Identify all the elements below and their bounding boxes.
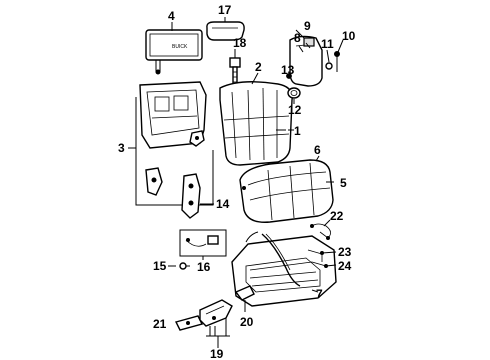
callout-5: 5 <box>340 176 347 190</box>
callout-7: 7 <box>316 287 323 301</box>
part-19-handle-assembly <box>199 299 233 337</box>
part-15-clip <box>179 262 190 270</box>
rear-panel-lettering: BUICK <box>172 44 188 50</box>
part-4-rear-panel: BUICK <box>145 29 203 75</box>
callout-19: 19 <box>210 347 224 360</box>
part-3-seatback-frame <box>128 81 214 206</box>
part-21-handle <box>174 315 204 331</box>
callout-11: 11 <box>321 37 334 51</box>
callout-16: 16 <box>197 260 211 274</box>
part-9-side-shield <box>289 35 323 87</box>
callout-12: 12 <box>288 103 302 117</box>
callout-23: 23 <box>338 245 352 259</box>
callout-8: 8 <box>294 31 301 45</box>
callout-1: 1 <box>294 124 301 138</box>
callout-4: 4 <box>168 9 175 23</box>
callout-22: 22 <box>330 209 344 223</box>
part-8-shield-screw <box>298 45 304 53</box>
callout-14: 14 <box>216 197 230 211</box>
part-1-seatback-cushion <box>219 81 294 166</box>
callout-13: 13 <box>281 63 295 77</box>
callout-3: 3 <box>118 141 125 155</box>
part-5-seat-cushion <box>239 159 334 223</box>
part-16-wiring-box <box>179 229 227 257</box>
part-12-knob <box>287 87 301 99</box>
callout-6: 6 <box>314 143 321 157</box>
part-20-adjuster <box>234 285 255 312</box>
callout-21: 21 <box>153 317 167 331</box>
part-22-strap <box>310 223 331 240</box>
callout-9: 9 <box>304 19 311 33</box>
callout-10: 10 <box>342 29 356 43</box>
callout-2: 2 <box>255 60 262 74</box>
part-11-nut <box>325 62 333 70</box>
callout-20: 20 <box>240 315 254 329</box>
part-17-headrest <box>206 21 245 41</box>
part-14-recliner <box>181 173 214 219</box>
callout-labels: 4 17 18 2 1 3 9 8 11 10 13 12 6 5 14 22 … <box>118 3 356 360</box>
callout-24: 24 <box>338 259 352 273</box>
part-10-bolt <box>334 51 340 72</box>
leader-lines <box>168 17 344 348</box>
callout-18: 18 <box>233 36 247 50</box>
callout-17: 17 <box>218 3 232 17</box>
callout-15: 15 <box>153 259 167 273</box>
